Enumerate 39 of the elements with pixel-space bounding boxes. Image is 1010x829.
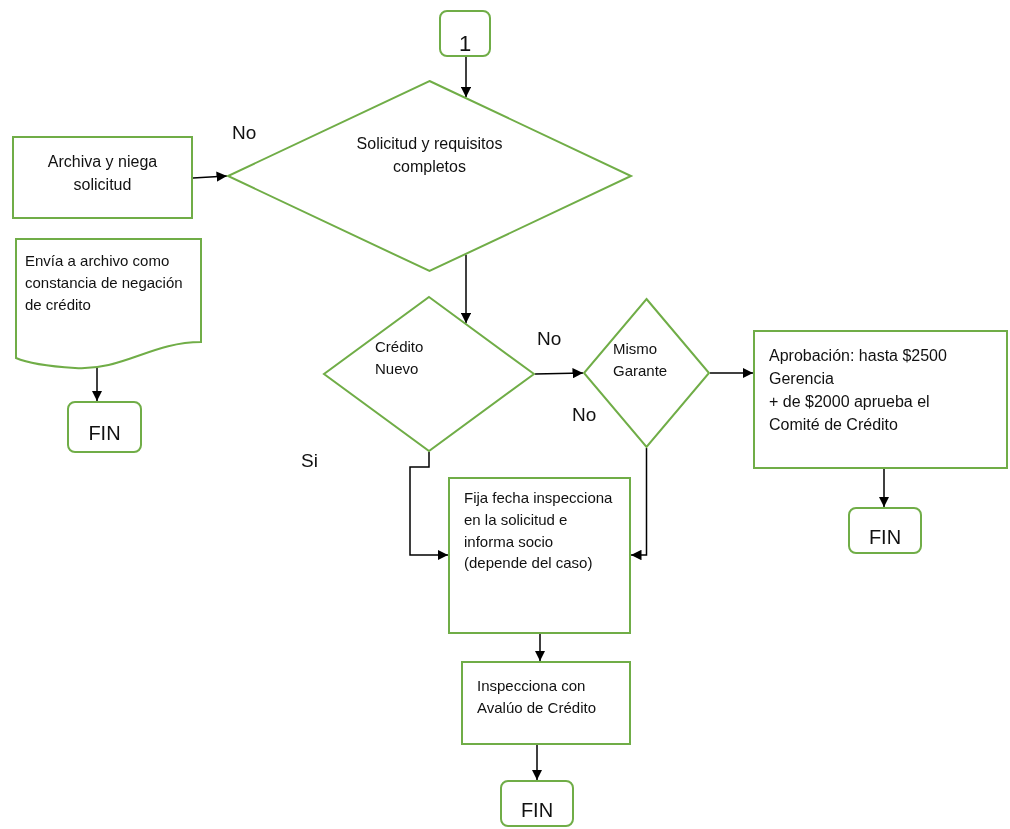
arrow	[192, 171, 228, 182]
node-text: 1	[457, 30, 473, 58]
node-text: Archiva y niega solicitud	[46, 152, 159, 196]
process-box	[461, 661, 631, 745]
arrow	[878, 468, 890, 508]
arrow	[531, 744, 543, 781]
node-text: Envía a archivo como constancia de negación de crédito	[25, 251, 184, 315]
node-text: Aprobación: hasta $2500 Gerencia	[769, 346, 948, 390]
node-text: Crédito Nuevo	[375, 337, 425, 379]
arrow	[534, 633, 546, 662]
node-text: FIN	[87, 421, 122, 446]
terminator-box	[500, 780, 574, 827]
edge-label: Si	[301, 450, 318, 472]
node-text: FIN	[519, 798, 555, 823]
edge-label: No	[572, 404, 597, 426]
arrow	[409, 451, 449, 561]
arrow	[460, 253, 472, 324]
edge-label: No	[537, 328, 562, 350]
process-box	[12, 136, 193, 219]
terminator-box	[67, 401, 142, 453]
process-box	[753, 330, 1008, 469]
node-text: Solicitud y requisitos completos	[355, 134, 504, 178]
decision-diamond	[227, 80, 632, 272]
document-shape	[15, 238, 202, 372]
arrow	[91, 367, 103, 402]
terminator-box	[439, 10, 491, 57]
decision-diamond	[323, 296, 535, 452]
node-text: Fija fecha inspecciona en la solicitud e informa socio (depende del caso)	[464, 488, 614, 574]
node-text: Inspecciona con Avalúo de Crédito	[477, 676, 597, 718]
node-text: Mismo Garante	[613, 339, 669, 381]
terminator-box	[848, 507, 922, 554]
arrow	[709, 367, 754, 379]
process-box	[448, 477, 631, 634]
arrow	[534, 367, 584, 379]
node-text: FIN	[867, 525, 903, 550]
edge-label: No	[232, 122, 257, 144]
arrow	[630, 447, 648, 561]
node-text: + de $2000 aprueba el Comité de Crédito	[769, 392, 931, 436]
arrow	[460, 56, 472, 99]
